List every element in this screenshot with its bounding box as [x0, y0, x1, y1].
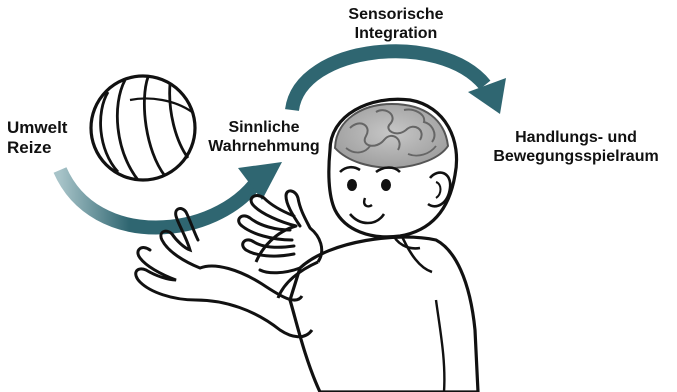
- label-umwelt-reize-line1: Umwelt: [7, 118, 67, 138]
- label-sensorische-integration-line1: Sensorische: [326, 6, 466, 25]
- beach-ball-icon: [91, 76, 195, 180]
- label-sensorische-integration-line2: Integration: [326, 25, 466, 44]
- label-handlungs-spielraum-line2: Bewegungsspielraum: [478, 148, 674, 167]
- label-sinnliche-wahrnehmung-line2: Wahrnehmung: [197, 138, 331, 157]
- label-umwelt-reize-line2: Reize: [7, 138, 67, 158]
- label-sensorische-integration: Sensorische Integration: [326, 6, 466, 44]
- label-sinnliche-wahrnehmung-line1: Sinnliche: [197, 119, 331, 138]
- label-handlungs-spielraum: Handlungs- und Bewegungsspielraum: [478, 129, 674, 167]
- label-handlungs-spielraum-line1: Handlungs- und: [478, 129, 674, 148]
- label-sinnliche-wahrnehmung: Sinnliche Wahrnehmung: [197, 119, 331, 157]
- label-umwelt-reize: Umwelt Reize: [7, 118, 67, 158]
